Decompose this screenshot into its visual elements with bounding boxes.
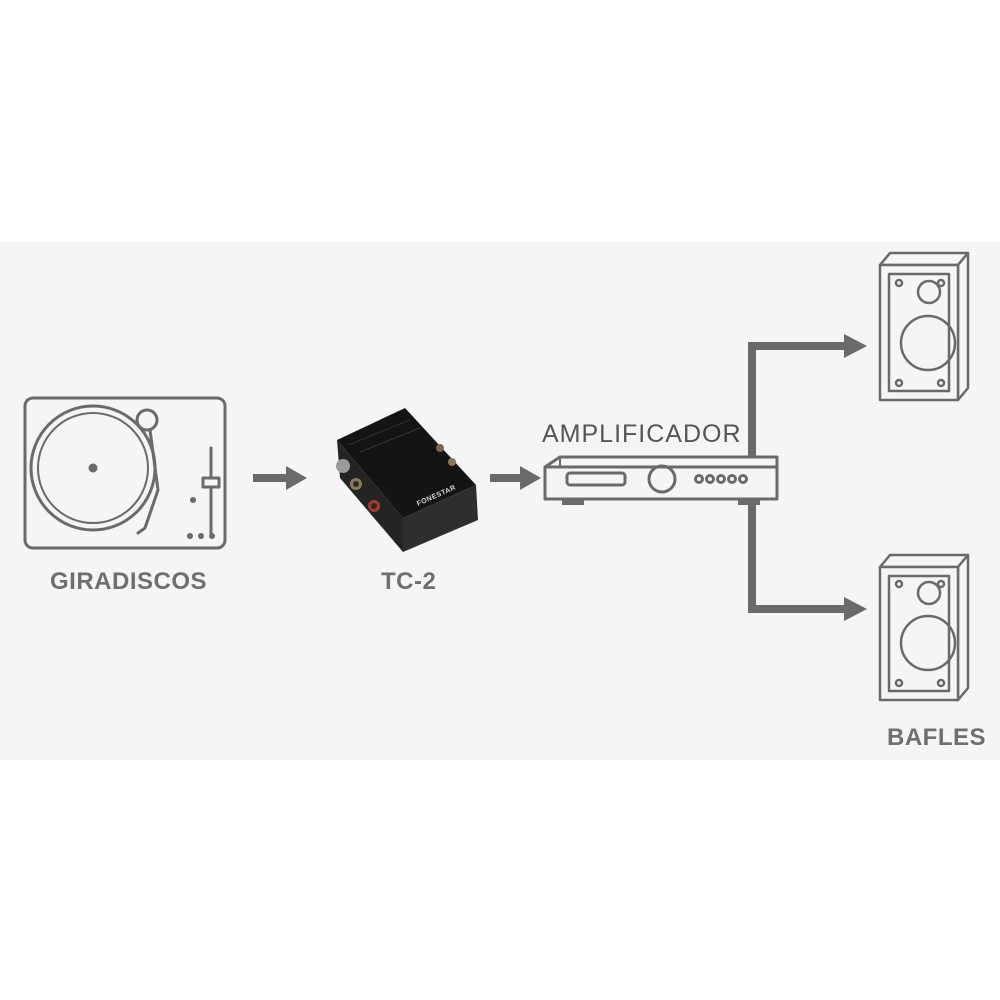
arrow-preamp-to-amplifier	[490, 466, 541, 490]
speakers-label: BAFLES	[887, 724, 986, 751]
arrow-turntable-to-preamp	[253, 466, 307, 490]
turntable-icon	[23, 396, 227, 550]
amplifier-label: AMPLIFICADOR	[542, 420, 742, 448]
speaker-icon	[878, 553, 970, 702]
amplifier-icon	[543, 455, 779, 505]
arrows-amplifier-to-speakers	[748, 334, 867, 621]
preamp-device: FONESTAR	[336, 408, 478, 552]
turntable-label: GIRADISCOS	[50, 568, 208, 595]
speaker-icon	[878, 251, 970, 402]
preamp-label: TC-2	[381, 568, 437, 595]
diagram-background	[0, 242, 1000, 760]
